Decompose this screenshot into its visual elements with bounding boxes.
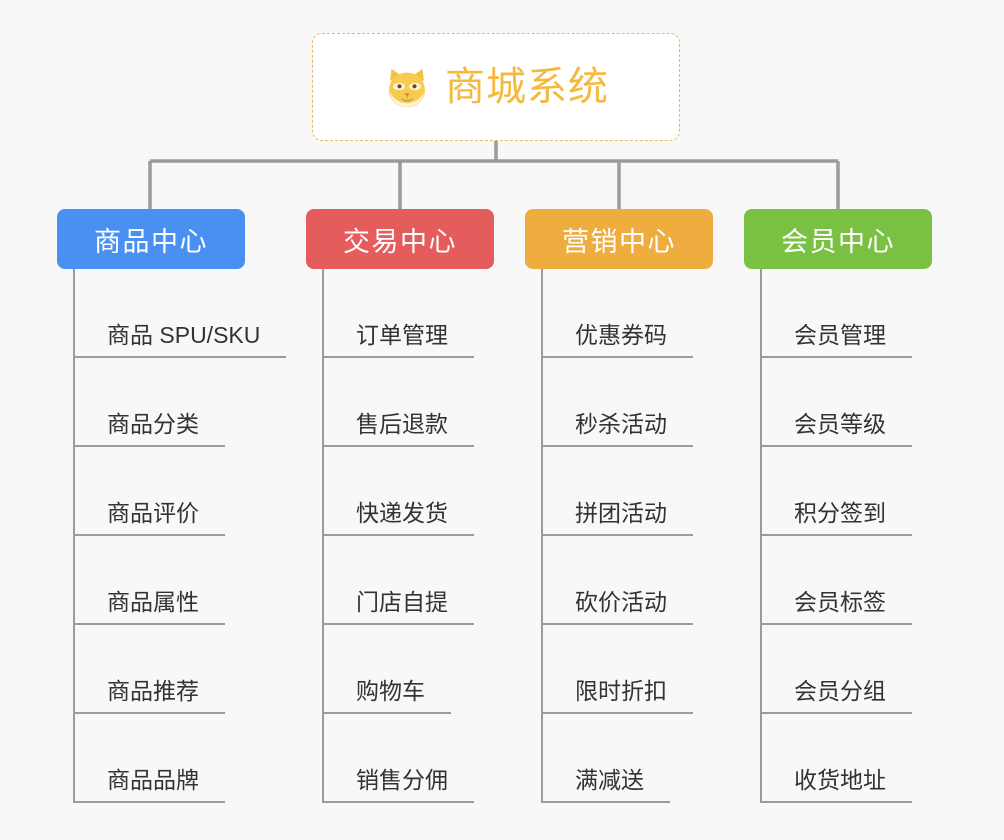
leaf-item[interactable]: 会员标签 bbox=[762, 536, 932, 625]
leaf-item[interactable]: 收货地址 bbox=[762, 714, 932, 803]
root-node[interactable]: 商城系统 bbox=[312, 33, 680, 141]
shiba-dog-icon bbox=[383, 65, 431, 113]
leaf-item[interactable]: 商品分类 bbox=[75, 358, 245, 447]
branch-product-center: 商品中心商品 SPU/SKU 商品分类商品评价商品属性商品推荐商品品牌 bbox=[57, 209, 287, 803]
leaf-item[interactable]: 订单管理 bbox=[324, 269, 494, 358]
leaf-item-label: 砍价活动 bbox=[543, 588, 693, 625]
leaf-item-label: 商品推荐 bbox=[75, 677, 225, 714]
leaf-item-label: 拼团活动 bbox=[543, 499, 693, 536]
branch-member-center: 会员中心会员管理会员等级积分签到会员标签会员分组收货地址 bbox=[744, 209, 932, 803]
leaf-item-label: 商品分类 bbox=[75, 410, 225, 447]
leaf-item[interactable]: 秒杀活动 bbox=[543, 358, 713, 447]
leaf-item[interactable]: 满减送 bbox=[543, 714, 713, 803]
branch-header-label: 交易中心 bbox=[343, 226, 457, 257]
leaf-item[interactable]: 售后退款 bbox=[324, 358, 494, 447]
branch-trade-center: 交易中心订单管理售后退款快递发货门店自提购物车销售分佣 bbox=[306, 209, 494, 803]
leaf-item[interactable]: 销售分佣 bbox=[324, 714, 494, 803]
leaf-item[interactable]: 商品推荐 bbox=[75, 625, 245, 714]
leaf-item-label: 会员管理 bbox=[762, 321, 912, 358]
leaf-item[interactable]: 会员管理 bbox=[762, 269, 932, 358]
leaf-item[interactable]: 限时折扣 bbox=[543, 625, 713, 714]
leaf-item-label: 快递发货 bbox=[324, 499, 474, 536]
branch-header-trade-center[interactable]: 交易中心 bbox=[306, 209, 494, 269]
leaf-item-label: 门店自提 bbox=[324, 588, 474, 625]
leaf-item[interactable]: 积分签到 bbox=[762, 447, 932, 536]
branch-marketing-center: 营销中心优惠券码秒杀活动拼团活动砍价活动限时折扣满减送 bbox=[525, 209, 713, 803]
leaf-item-label: 商品评价 bbox=[75, 499, 225, 536]
branch-header-member-center[interactable]: 会员中心 bbox=[744, 209, 932, 269]
leaf-item-label: 订单管理 bbox=[324, 321, 474, 358]
leaf-item[interactable]: 砍价活动 bbox=[543, 536, 713, 625]
leaf-stack-member-center: 会员管理会员等级积分签到会员标签会员分组收货地址 bbox=[760, 269, 932, 803]
leaf-item-label: 限时折扣 bbox=[543, 677, 693, 714]
leaf-item[interactable]: 会员分组 bbox=[762, 625, 932, 714]
leaf-item[interactable]: 优惠券码 bbox=[543, 269, 713, 358]
leaf-item[interactable]: 会员等级 bbox=[762, 358, 932, 447]
branch-header-label: 商品中心 bbox=[94, 226, 208, 257]
leaf-item[interactable]: 商品评价 bbox=[75, 447, 245, 536]
leaf-item-label: 积分签到 bbox=[762, 499, 912, 536]
leaf-item-label: 优惠券码 bbox=[543, 321, 693, 358]
leaf-item[interactable]: 商品属性 bbox=[75, 536, 245, 625]
leaf-item-label: 秒杀活动 bbox=[543, 410, 693, 447]
branch-header-marketing-center[interactable]: 营销中心 bbox=[525, 209, 713, 269]
leaf-item-label: 收货地址 bbox=[762, 766, 912, 803]
leaf-item[interactable]: 门店自提 bbox=[324, 536, 494, 625]
leaf-item-label: 销售分佣 bbox=[324, 766, 474, 803]
branch-header-product-center[interactable]: 商品中心 bbox=[57, 209, 245, 269]
leaf-item-label: 商品 SPU/SKU bbox=[75, 321, 287, 358]
leaf-item-label: 售后退款 bbox=[324, 410, 474, 447]
leaf-stack-trade-center: 订单管理售后退款快递发货门店自提购物车销售分佣 bbox=[322, 269, 494, 803]
leaf-item-label: 商品品牌 bbox=[75, 766, 225, 803]
leaf-item[interactable]: 拼团活动 bbox=[543, 447, 713, 536]
leaf-stack-marketing-center: 优惠券码秒杀活动拼团活动砍价活动限时折扣满减送 bbox=[541, 269, 713, 803]
leaf-item[interactable]: 商品 SPU/SKU bbox=[75, 269, 287, 358]
leaf-item-label: 购物车 bbox=[324, 677, 451, 714]
leaf-stack-product-center: 商品 SPU/SKU 商品分类商品评价商品属性商品推荐商品品牌 bbox=[73, 269, 287, 803]
leaf-item-label: 满减送 bbox=[543, 766, 670, 803]
leaf-item[interactable]: 购物车 bbox=[324, 625, 494, 714]
leaf-item[interactable]: 快递发货 bbox=[324, 447, 494, 536]
leaf-item-label: 商品属性 bbox=[75, 588, 225, 625]
leaf-item[interactable]: 商品品牌 bbox=[75, 714, 245, 803]
branch-header-label: 会员中心 bbox=[781, 226, 895, 257]
leaf-item-label: 会员等级 bbox=[762, 410, 912, 447]
leaf-item-label: 会员分组 bbox=[762, 677, 912, 714]
branch-header-label: 营销中心 bbox=[562, 226, 676, 257]
root-title: 商城系统 bbox=[445, 65, 609, 109]
leaf-item-label: 会员标签 bbox=[762, 588, 912, 625]
